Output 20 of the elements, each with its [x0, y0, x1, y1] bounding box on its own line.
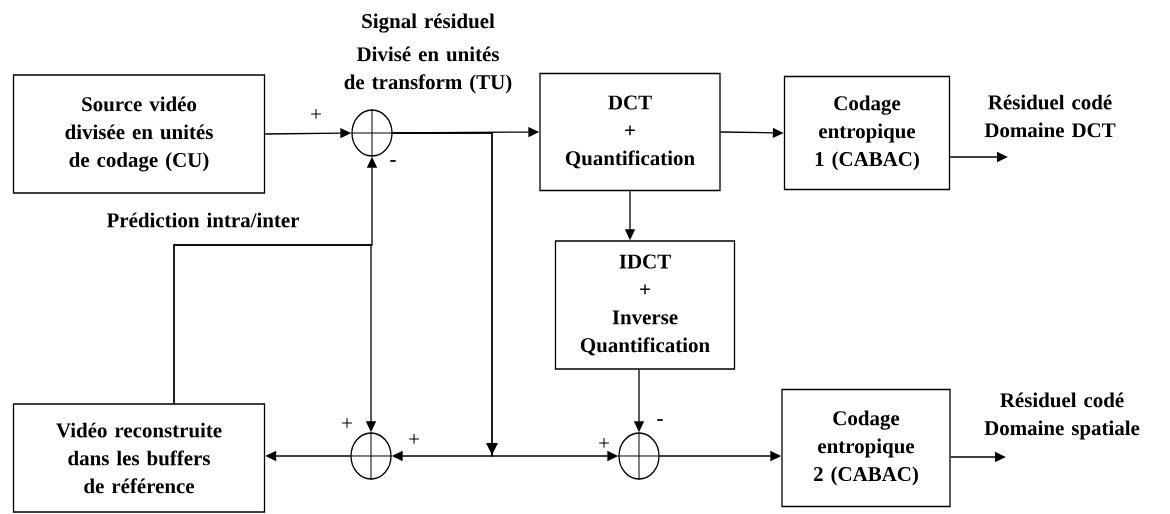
summing-junction: [349, 431, 393, 481]
process-box: DCT + Quantification: [539, 72, 721, 192]
process-box: Codage entropique 2 (CABAC): [781, 388, 951, 508]
sign-label: -: [390, 160, 396, 162]
process-box: Source vidéo divisée en unités de codage (CU): [12, 74, 266, 194]
sign-label: +: [599, 438, 609, 448]
process-box: IDCT + Inverse Quantification: [554, 240, 736, 370]
process-box: Vidéo reconstruite dans les buffers de référence: [12, 403, 266, 513]
summing-junction: [617, 431, 661, 481]
sign-label: +: [311, 109, 321, 119]
sign-label: +: [409, 434, 419, 444]
sign-label: +: [342, 418, 352, 428]
process-box: Codage entropique 1 (CABAC): [783, 75, 951, 191]
text-label: Signal résiduel: [362, 13, 495, 33]
sign-label: -: [657, 419, 663, 421]
text-label: Prédiction intra/inter: [106, 212, 300, 228]
output-label: Résiduel codé Domaine spatiale: [984, 392, 1140, 440]
text-label: Divisé en unités de transform (TU): [344, 46, 512, 94]
summing-junction: [350, 108, 394, 158]
output-label: Résiduel codé Domaine DCT: [984, 94, 1116, 138]
